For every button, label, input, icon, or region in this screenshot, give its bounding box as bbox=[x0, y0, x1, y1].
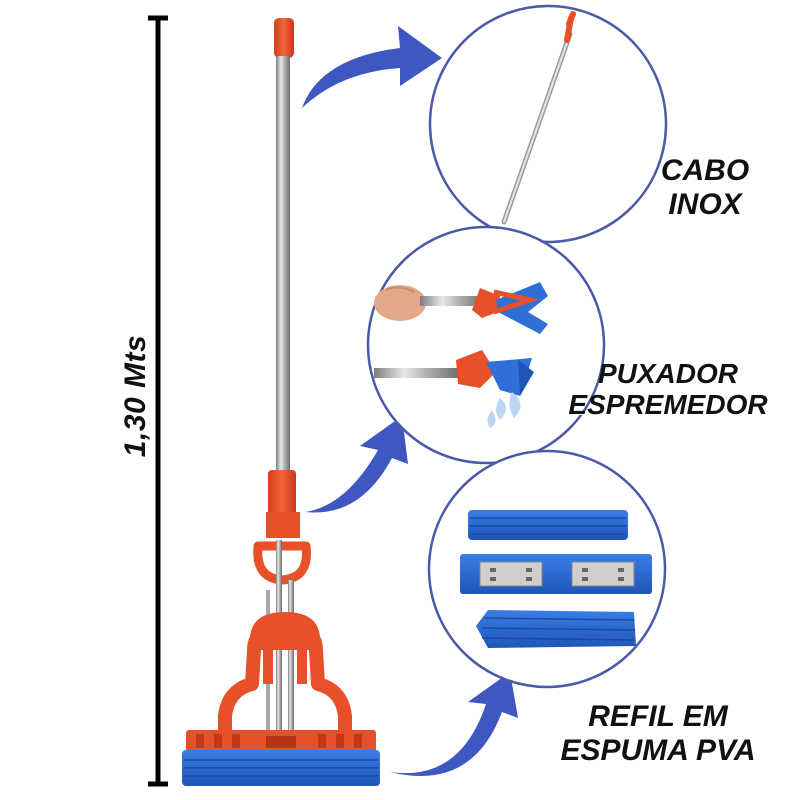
callout-line: INOX bbox=[668, 187, 742, 221]
callout-squeezer: PUXADOR ESPREMEDOR bbox=[548, 358, 788, 421]
handle-grip bbox=[274, 18, 294, 58]
curved-arrow-icon bbox=[302, 26, 442, 108]
callout-line: ESPREMEDOR bbox=[568, 389, 768, 421]
callout-refill: REFIL EM ESPUMA PVA bbox=[538, 700, 778, 767]
detail-circle-handle bbox=[428, 4, 668, 244]
dimension-bar-icon bbox=[148, 15, 168, 787]
detail-circle-squeezer bbox=[366, 225, 606, 465]
curved-arrow-icon bbox=[305, 416, 408, 513]
shaft-collar bbox=[268, 470, 296, 516]
callout-line: PUXADOR bbox=[597, 358, 738, 389]
mop-image bbox=[182, 18, 380, 786]
callout-line: CABO bbox=[660, 154, 750, 187]
callout-line: ESPUMA PVA bbox=[560, 733, 756, 767]
height-dimension-label: 1,30 Mts bbox=[119, 334, 152, 458]
squeeze-handle bbox=[253, 541, 311, 585]
steel-shaft bbox=[276, 56, 290, 476]
detail-circle-refill bbox=[427, 449, 667, 689]
roller-frame bbox=[218, 619, 352, 752]
callout-stainless-handle: CABO INOX bbox=[640, 154, 770, 221]
curved-arrow-icon bbox=[390, 672, 518, 776]
callout-line: REFIL EM bbox=[588, 700, 728, 733]
